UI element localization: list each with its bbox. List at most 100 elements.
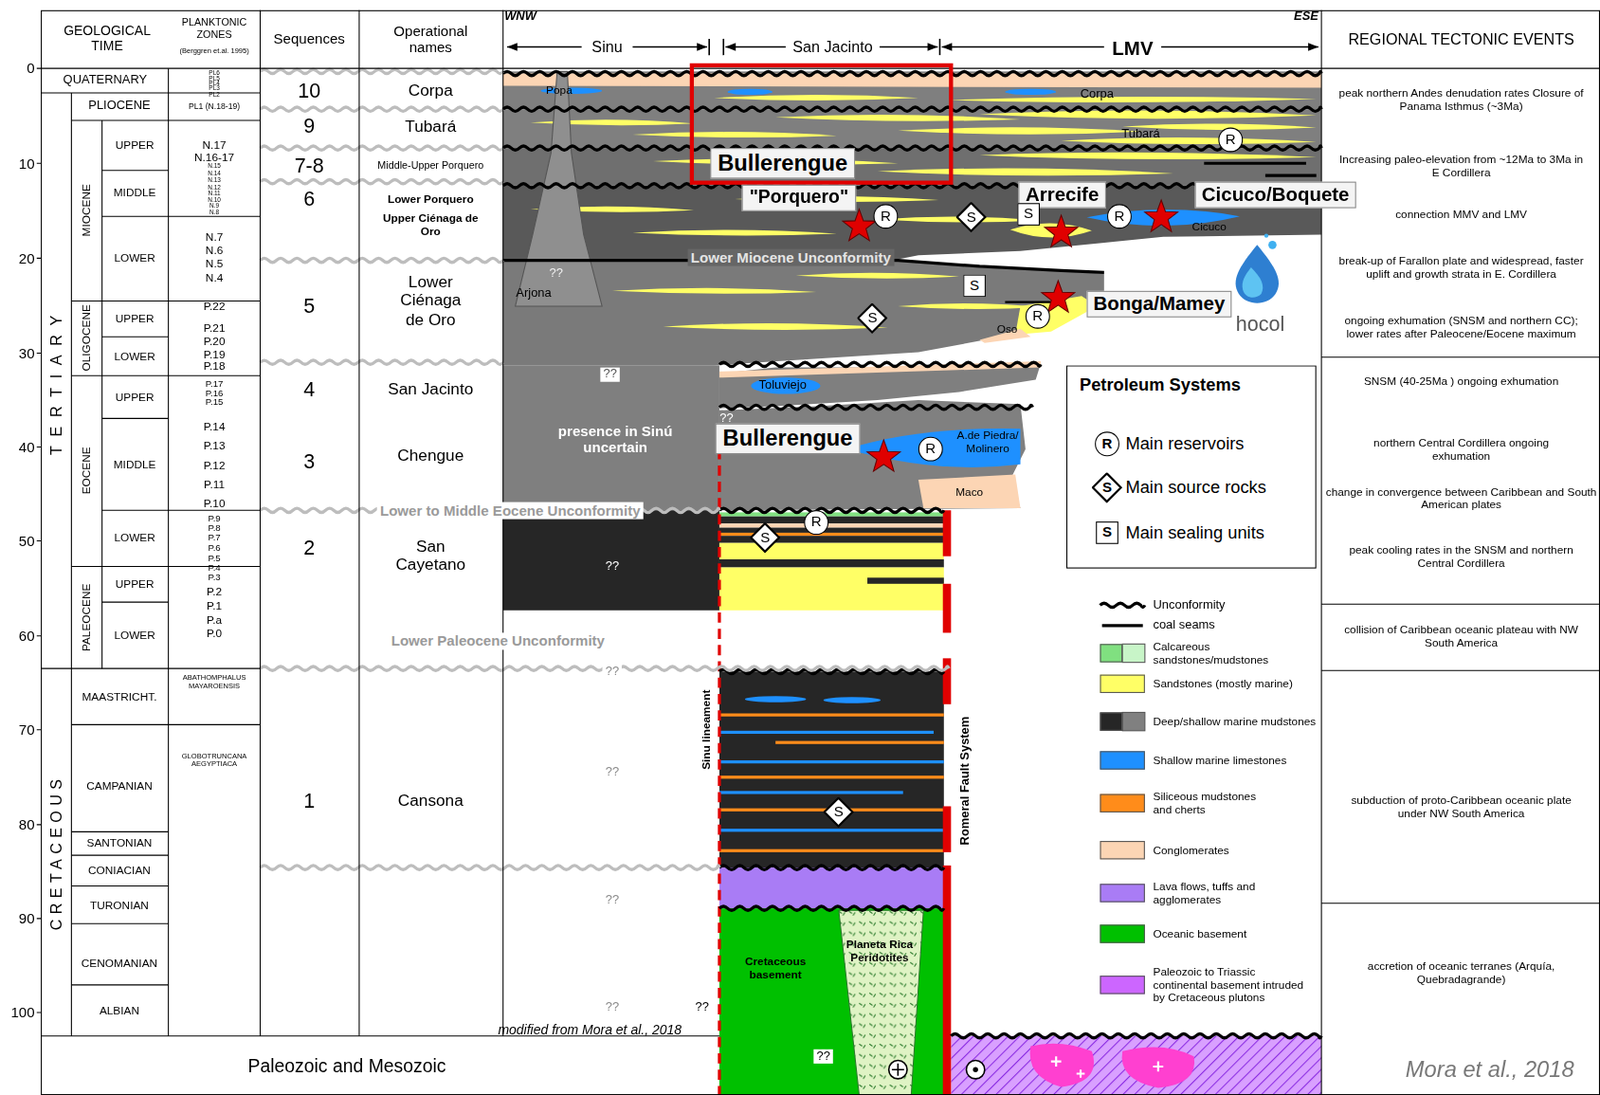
symbol-letter: R xyxy=(925,440,936,457)
formation-name: Tubará xyxy=(404,117,456,137)
legend-label: Sandstones (mostly marine) xyxy=(1152,676,1316,691)
rock-section xyxy=(1004,301,1051,304)
tectonic-event: ongoing exhumation (SNSM and northern CC… xyxy=(1333,313,1589,340)
company-logo xyxy=(1236,234,1279,304)
section-header-arrows xyxy=(942,46,1105,49)
rock-section xyxy=(979,152,1316,160)
legend-swatch xyxy=(1100,643,1124,662)
tectonic-event: northern Central Cordillera ongoing exhu… xyxy=(1359,436,1564,462)
rock-section xyxy=(719,527,945,533)
unconformity-lines xyxy=(719,362,1041,366)
legend-swatch xyxy=(1100,711,1124,730)
rock-section xyxy=(877,168,1174,177)
time-label: UPPER xyxy=(115,577,155,591)
formation-label: A.de Piedra/ Molinero xyxy=(946,429,1029,455)
company-logo xyxy=(1264,234,1269,238)
symbol-letter: S xyxy=(1102,525,1112,542)
rock-section xyxy=(1203,163,1316,176)
zone-label: P.18 xyxy=(203,360,226,374)
table-grid xyxy=(40,668,260,670)
rock-section xyxy=(719,559,945,568)
legend-label: Main sealing units xyxy=(1125,522,1264,543)
section-header-arrows xyxy=(507,38,1319,55)
table-grid xyxy=(102,216,169,218)
tectonic-event: peak northern Andes denudation rates Clo… xyxy=(1333,86,1589,112)
fault-lines xyxy=(943,805,952,852)
rock-section xyxy=(719,361,1041,378)
legend-samples xyxy=(1122,711,1146,730)
zone-label: N.5 xyxy=(205,256,223,271)
rock-section xyxy=(503,71,1322,110)
source-note: Mora et al., 2018 xyxy=(1405,1056,1575,1083)
table-grid xyxy=(1321,356,1600,358)
section-header-arrows xyxy=(725,42,736,52)
epoch-label: OLIGOCENE xyxy=(80,304,94,371)
legend-swatch xyxy=(1100,883,1146,902)
zone-label: PL2 xyxy=(208,90,220,98)
age-tick-label: 100 xyxy=(10,1003,35,1020)
fault-lines xyxy=(891,1063,905,1076)
table-grid xyxy=(168,216,261,218)
uncertainty-mark: ?? xyxy=(601,765,622,781)
formation-label: Maco xyxy=(955,485,983,499)
rock-section xyxy=(719,400,1026,510)
unconformity-lines xyxy=(950,1034,1322,1038)
legend-swatch xyxy=(1100,975,1146,994)
diamond-outline xyxy=(751,523,781,552)
age-tick-label: 90 xyxy=(18,909,36,927)
source-rock-symbol: S xyxy=(857,303,889,334)
rock-section xyxy=(750,377,820,394)
uncertainty-mark: ?? xyxy=(601,892,622,908)
zone-label: P.20 xyxy=(203,334,226,348)
formation-name: Lower Porquero xyxy=(387,192,474,206)
formation-name: San Jacinto xyxy=(387,380,473,400)
company-logo xyxy=(1268,240,1277,250)
rock-section xyxy=(745,695,807,702)
column-header: Operational names xyxy=(374,22,487,56)
rock-section xyxy=(948,96,1317,103)
formation-label: Tubará xyxy=(1121,127,1160,143)
source-rock-symbol: S xyxy=(956,201,987,233)
unconformity-label: Lower Miocene Unconformity xyxy=(688,249,894,266)
rock-section xyxy=(796,272,960,279)
diamond-outline xyxy=(824,798,854,827)
rock-section xyxy=(918,474,1021,510)
formation-name: Lower Ciénaga de Oro xyxy=(389,272,472,329)
rock-section xyxy=(1061,137,1317,145)
table-grid xyxy=(40,91,260,93)
zone-label: P.17 xyxy=(205,378,224,389)
uncertainty-mark: ?? xyxy=(549,266,564,281)
section-header-arrows xyxy=(1161,46,1319,49)
table-grid xyxy=(102,169,169,171)
rock-section xyxy=(950,1036,1322,1095)
age-tick-label: 40 xyxy=(18,438,36,455)
unconformity-lines xyxy=(503,71,1322,75)
column-header: (Berggren et.al. 1995) xyxy=(179,46,249,55)
highlight-frame xyxy=(691,65,951,183)
rock-section xyxy=(1030,1043,1094,1088)
legend-samples xyxy=(1102,623,1144,627)
zone-label: P.7 xyxy=(207,532,220,544)
rock-section xyxy=(503,109,1322,148)
time-label: LOWER xyxy=(113,349,155,364)
seal-symbol: S xyxy=(963,274,986,297)
legend-label: Oceanic basement xyxy=(1152,927,1316,941)
formation-name: Upper Ciénaga de Oro xyxy=(381,211,479,237)
oil-field-stars xyxy=(1044,215,1078,247)
zone-label: P.8 xyxy=(207,522,220,533)
stage-label: CENOMANIAN xyxy=(81,956,158,970)
source-note: modified from Mora et al., 2018 xyxy=(497,1022,682,1038)
unconformity-lines xyxy=(719,508,945,512)
zone-label: P.14 xyxy=(203,419,226,434)
table-grid xyxy=(36,68,41,1013)
legend-label: Unconformity xyxy=(1152,598,1225,613)
fault-lines xyxy=(889,1060,908,1079)
oil-field-stars xyxy=(1145,200,1179,232)
sequence-number: 3 xyxy=(303,449,315,473)
diamond-outline xyxy=(957,202,986,232)
time-label: UPPER xyxy=(115,138,155,152)
tectonic-event: change in convergence between Caribbean … xyxy=(1323,485,1600,511)
rock-section xyxy=(1051,1055,1164,1078)
legend-label: coal seams xyxy=(1152,618,1215,633)
rock-section xyxy=(719,730,934,734)
